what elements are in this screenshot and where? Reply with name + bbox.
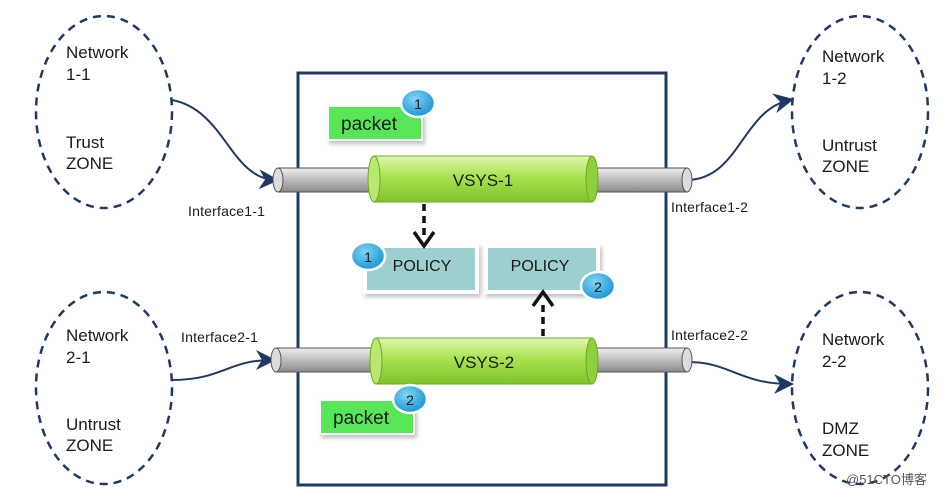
zone-ellipse-net21 bbox=[34, 290, 174, 486]
interface-label-1-2: Interface1-2 bbox=[671, 199, 749, 215]
link-net21-if21 bbox=[171, 350, 276, 381]
vsys2-tube bbox=[369, 337, 599, 385]
badge-packet-2: 2 bbox=[406, 392, 414, 408]
badge-policy-1: 1 bbox=[364, 249, 372, 265]
watermark: @51CTO博客 bbox=[846, 472, 927, 487]
dashed-arrow-down-head bbox=[412, 230, 436, 250]
zone-net22-zone: DMZ bbox=[822, 419, 859, 438]
badge-packet-1: 1 bbox=[414, 96, 422, 112]
zone-net11-zone-label: ZONE bbox=[66, 154, 114, 173]
zone-ellipse-net12 bbox=[790, 14, 930, 210]
vsys2-label: VSYS-2 bbox=[454, 353, 514, 372]
device-frame bbox=[296, 71, 668, 487]
zone-net21-zone: Untrust bbox=[66, 415, 121, 434]
zone-net11-number: 1-1 bbox=[66, 65, 91, 84]
badge-circle-policy-2 bbox=[579, 270, 617, 302]
zone-net12-zone: Untrust bbox=[822, 136, 877, 155]
zone-net21-number: 2-1 bbox=[66, 348, 91, 367]
badge-circle-packet-1 bbox=[399, 87, 437, 119]
pipe-if11 bbox=[272, 167, 381, 193]
zone-net12-number: 1-2 bbox=[822, 69, 847, 88]
zone-net22-zone-label: ZONE bbox=[822, 441, 870, 460]
packet-1-label: packet bbox=[341, 114, 398, 135]
zone-net11-zone: Trust bbox=[66, 133, 105, 152]
packet-2-label: packet bbox=[333, 408, 390, 429]
zone-net21-network: Network bbox=[66, 326, 129, 345]
pipe-if21 bbox=[270, 347, 382, 373]
policy-1-label: POLICY bbox=[393, 258, 452, 275]
link-if22-net22 bbox=[687, 361, 794, 394]
link-if12-net12 bbox=[687, 93, 794, 181]
zone-net22-network: Network bbox=[822, 330, 885, 349]
vsys1-label: VSYS-1 bbox=[453, 171, 513, 190]
packet-box-2 bbox=[319, 399, 415, 435]
zone-net12-zone-label: ZONE bbox=[822, 157, 870, 176]
badge-policy-2: 2 bbox=[594, 279, 602, 295]
zone-net21-zone-label: ZONE bbox=[66, 436, 114, 455]
interface-label-2-1: Interface2-1 bbox=[181, 329, 259, 345]
policy-2-label: POLICY bbox=[511, 258, 570, 275]
pipe-if22 bbox=[584, 347, 693, 373]
zone-net11-network: Network bbox=[66, 43, 129, 62]
zone-ellipse-net11 bbox=[34, 14, 174, 210]
dashed-arrow-up-head bbox=[531, 288, 555, 308]
policy-box-2 bbox=[484, 244, 600, 294]
pipe-if12 bbox=[584, 167, 693, 193]
zone-net22-number: 2-2 bbox=[822, 352, 847, 371]
link-net11-if11 bbox=[171, 99, 279, 190]
badge-circle-policy-1 bbox=[349, 240, 387, 272]
badge-circle-packet-2 bbox=[391, 383, 429, 415]
interface-label-1-1: Interface1-1 bbox=[188, 203, 266, 219]
interface-label-2-2: Interface2-2 bbox=[671, 327, 749, 343]
zone-net12-network: Network bbox=[822, 47, 885, 66]
vsys1-tube bbox=[367, 155, 599, 203]
